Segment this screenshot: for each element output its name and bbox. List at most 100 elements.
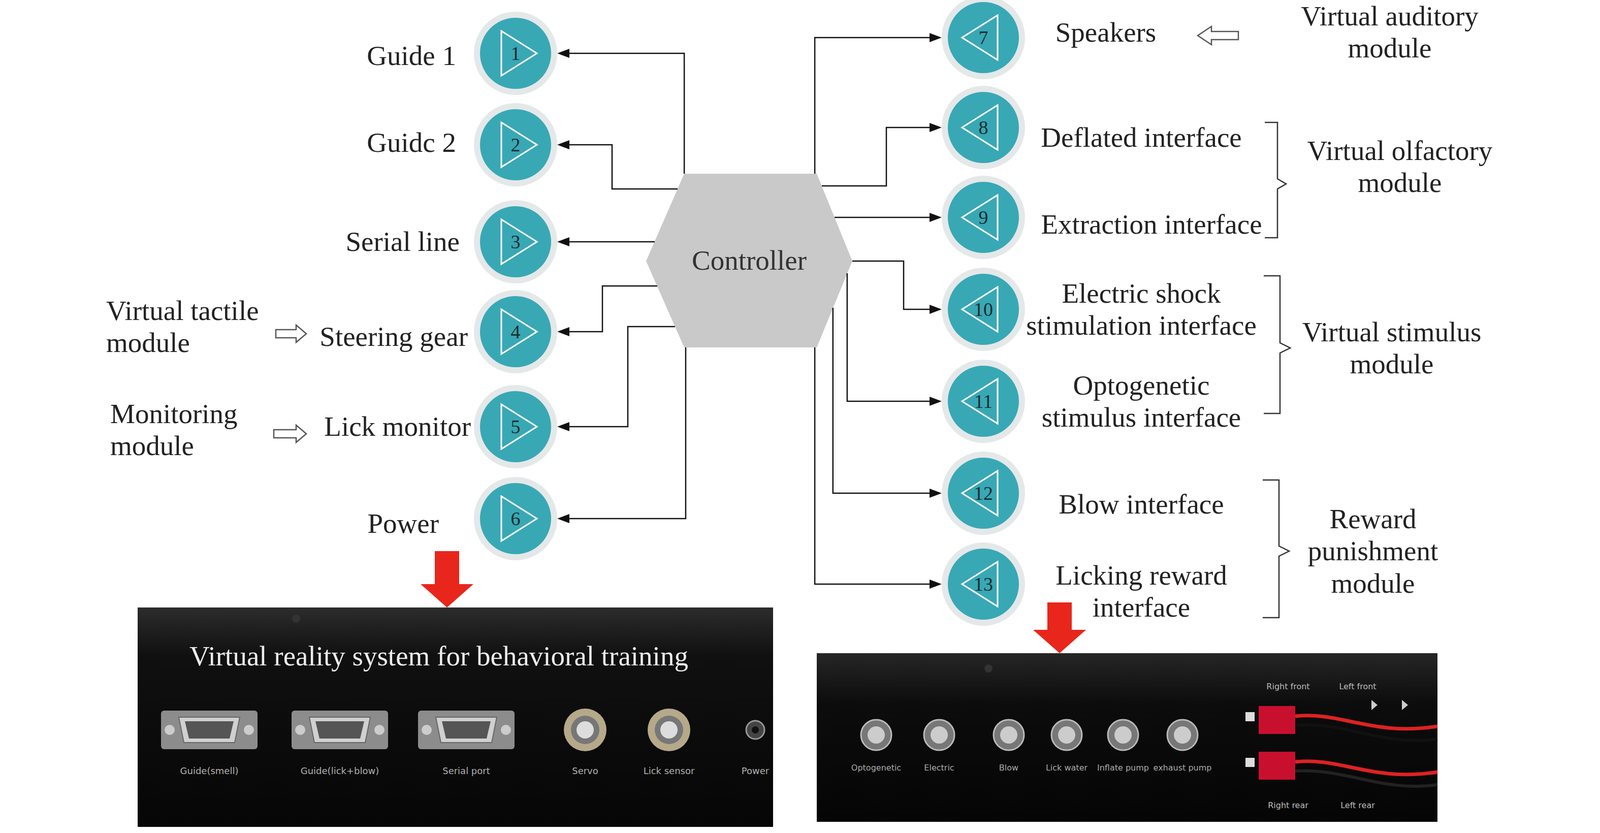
callout-number: 4 [473, 290, 558, 374]
callout-number: 5 [473, 385, 558, 469]
arrow-head [557, 422, 570, 432]
connector-line [814, 37, 930, 174]
circle-halo [473, 11, 558, 95]
module-label: Virtual auditory module [1283, 0, 1497, 65]
arrow-head [929, 579, 942, 589]
db9-connector [291, 710, 389, 750]
connector-line [852, 261, 930, 310]
connector [834, 212, 942, 222]
hollow-arrow [1197, 26, 1239, 45]
module-label: Virtual tactile module [106, 294, 300, 360]
connector-line [569, 326, 676, 427]
connector [557, 48, 685, 174]
power-jack [746, 720, 765, 740]
port-print: Right rear [1267, 801, 1309, 811]
port-circle: 2Guidc 2 [473, 103, 558, 187]
port-print: Inflate pump [1097, 763, 1149, 773]
port-circle: 13Licking reward interface [941, 542, 1026, 626]
bracket [1263, 275, 1291, 414]
callout-number: 13 [941, 542, 1026, 626]
port-circle: 12Blow interface [941, 451, 1026, 535]
port-circle: 1Guide 1 [473, 11, 558, 95]
arrow-head [929, 396, 942, 406]
arrow-head [929, 488, 942, 498]
port-label: Speakers [1055, 16, 1157, 49]
callout-number: 2 [473, 103, 558, 187]
block-arrow [1033, 602, 1086, 654]
arrow-head [929, 33, 942, 43]
round-socket [860, 719, 1198, 751]
port-print: Servo [571, 765, 599, 777]
callout-number: 9 [941, 175, 1026, 260]
circle-halo [473, 103, 558, 187]
hollow-arrow [273, 425, 307, 443]
port-label: Optogenetic stimulus interface [1032, 369, 1251, 434]
arrow-head [557, 48, 570, 58]
arrow-head [557, 237, 570, 247]
circle-halo [941, 359, 1026, 443]
port-print: Lick water [1045, 763, 1088, 773]
connector [1033, 602, 1086, 654]
controller-hexagon: Controller [646, 173, 853, 348]
arrow-head [929, 122, 942, 133]
arrow-head [557, 327, 570, 337]
port-print: Optogenetic [851, 763, 902, 773]
port-label: Guidc 2 [366, 126, 457, 159]
arrow-head [557, 514, 570, 524]
circle-halo [941, 267, 1026, 351]
module-label: Reward punishment module [1291, 502, 1455, 600]
connector [833, 307, 942, 498]
module-label: Virtual olfactory module [1293, 134, 1507, 200]
port-circle: 11Optogenetic stimulus interface [941, 359, 1026, 443]
connector-line [569, 285, 658, 332]
port-label: Licking reward interface [1034, 559, 1248, 624]
port-label: Blow interface [1058, 488, 1224, 521]
arrow-head [557, 140, 570, 150]
port-print: Left rear [1340, 801, 1375, 811]
port-circle: 7Speakers [941, 0, 1026, 80]
port-label: Deflated interface [1040, 121, 1242, 154]
arrow-head [929, 304, 942, 314]
connector [557, 326, 676, 432]
callout-number: 6 [473, 476, 558, 561]
port-label: Electric shock stimulation interface [1014, 277, 1269, 342]
port-circle: 10Electric shock stimulation interface [941, 267, 1026, 351]
block-arrow [420, 551, 474, 608]
port-print: Serial port [442, 765, 491, 777]
port-print: Lick sensor [643, 765, 695, 777]
circle-halo [941, 175, 1026, 260]
port-print: Guide(lick+blow) [300, 765, 379, 777]
connector [557, 347, 686, 524]
connector-line [814, 347, 930, 585]
bracket [1262, 480, 1290, 618]
port-label: Guide 1 [366, 39, 457, 72]
connector-line [569, 144, 678, 189]
db9-connector [418, 710, 515, 750]
port-circle: 3Serial line [473, 200, 558, 284]
port-circle: 8Deflated interface [941, 85, 1026, 170]
circle-halo [473, 200, 558, 284]
round-connector [647, 708, 691, 752]
connector-line [569, 241, 655, 243]
port-label: Serial line [345, 225, 460, 258]
panel-title: Virtual reality system for behavioral tr… [189, 640, 689, 672]
port-print: Left front [1338, 682, 1376, 692]
round-connector [563, 708, 607, 752]
connector-line [569, 53, 685, 174]
connector-line [569, 347, 686, 519]
device-panel: Virtual reality system for behavioral tr… [137, 607, 774, 827]
circle-halo [473, 290, 558, 374]
callout-number: 11 [941, 359, 1026, 443]
connector [847, 273, 942, 406]
port-label: Steering gear [319, 320, 468, 353]
connector [814, 33, 942, 174]
port-print: Right front [1266, 682, 1310, 692]
callout-number: 8 [941, 85, 1026, 170]
port-label: Extraction interface [1040, 208, 1262, 241]
connector [557, 237, 655, 247]
callout-number: 3 [473, 200, 558, 284]
port-label: Lick monitor [324, 410, 471, 443]
